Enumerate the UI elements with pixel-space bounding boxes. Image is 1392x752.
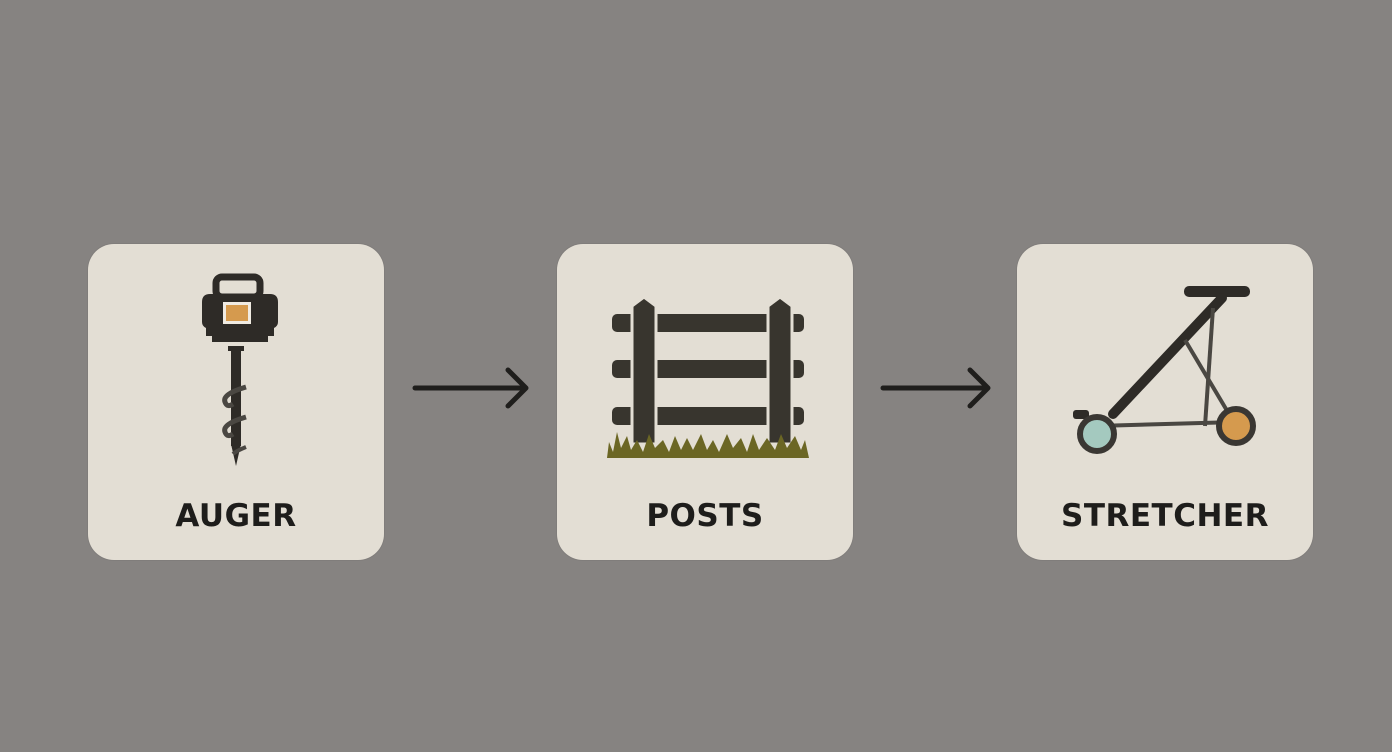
step-label: POSTS [646, 498, 764, 534]
arrow-right-icon [412, 367, 529, 409]
step-card-stretcher: STRETCHER [1017, 244, 1313, 560]
step-label: STRETCHER [1061, 498, 1269, 534]
step-label: AUGER [175, 498, 297, 534]
auger-icon [202, 273, 278, 466]
fence-stretcher-icon [1073, 286, 1256, 454]
arrow-right-icon [880, 367, 991, 409]
step-card-posts: POSTS [557, 244, 853, 560]
step-card-auger: AUGER [88, 244, 384, 560]
fence-posts-icon [607, 295, 809, 458]
